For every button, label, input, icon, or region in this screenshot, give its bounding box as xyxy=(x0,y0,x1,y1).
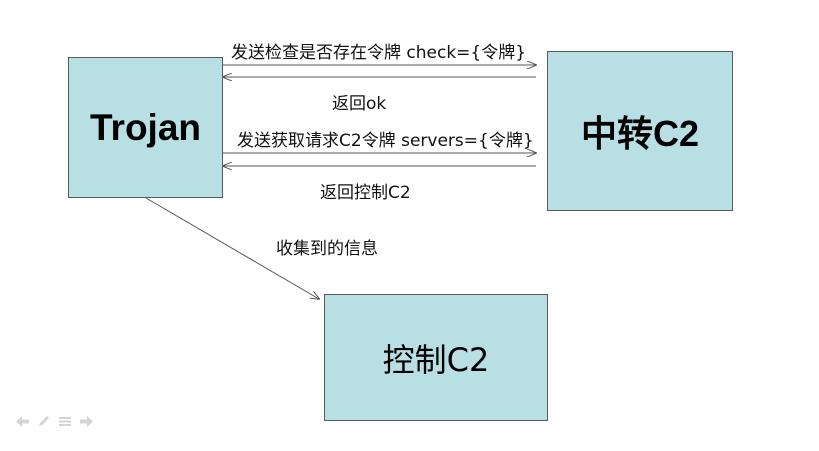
relay-c2-node: 中转C2 xyxy=(547,51,733,211)
trojan-node: Trojan xyxy=(68,57,223,198)
collected-info-arrow xyxy=(145,197,319,299)
servers-request-label: 发送获取请求C2令牌 servers={令牌} xyxy=(237,131,534,151)
arrow-left-icon[interactable] xyxy=(16,416,29,429)
check-request-label: 发送检查是否存在令牌 check={令牌} xyxy=(231,43,527,63)
trojan-label: Trojan xyxy=(89,106,202,148)
servers-reply-label: 返回控制C2 xyxy=(320,183,411,203)
collected-info-label: 收集到的信息 xyxy=(276,239,378,259)
menu-icon[interactable] xyxy=(59,416,71,429)
check-reply-label: 返回ok xyxy=(332,94,387,114)
relay-c2-label: 中转C2 xyxy=(580,113,700,154)
control-c2-label: 控制C2 xyxy=(382,340,490,379)
arrow-right-icon[interactable] xyxy=(80,416,93,429)
control-c2-node: 控制C2 xyxy=(324,294,548,421)
slide-nav xyxy=(16,416,93,429)
pen-icon[interactable] xyxy=(38,416,50,429)
